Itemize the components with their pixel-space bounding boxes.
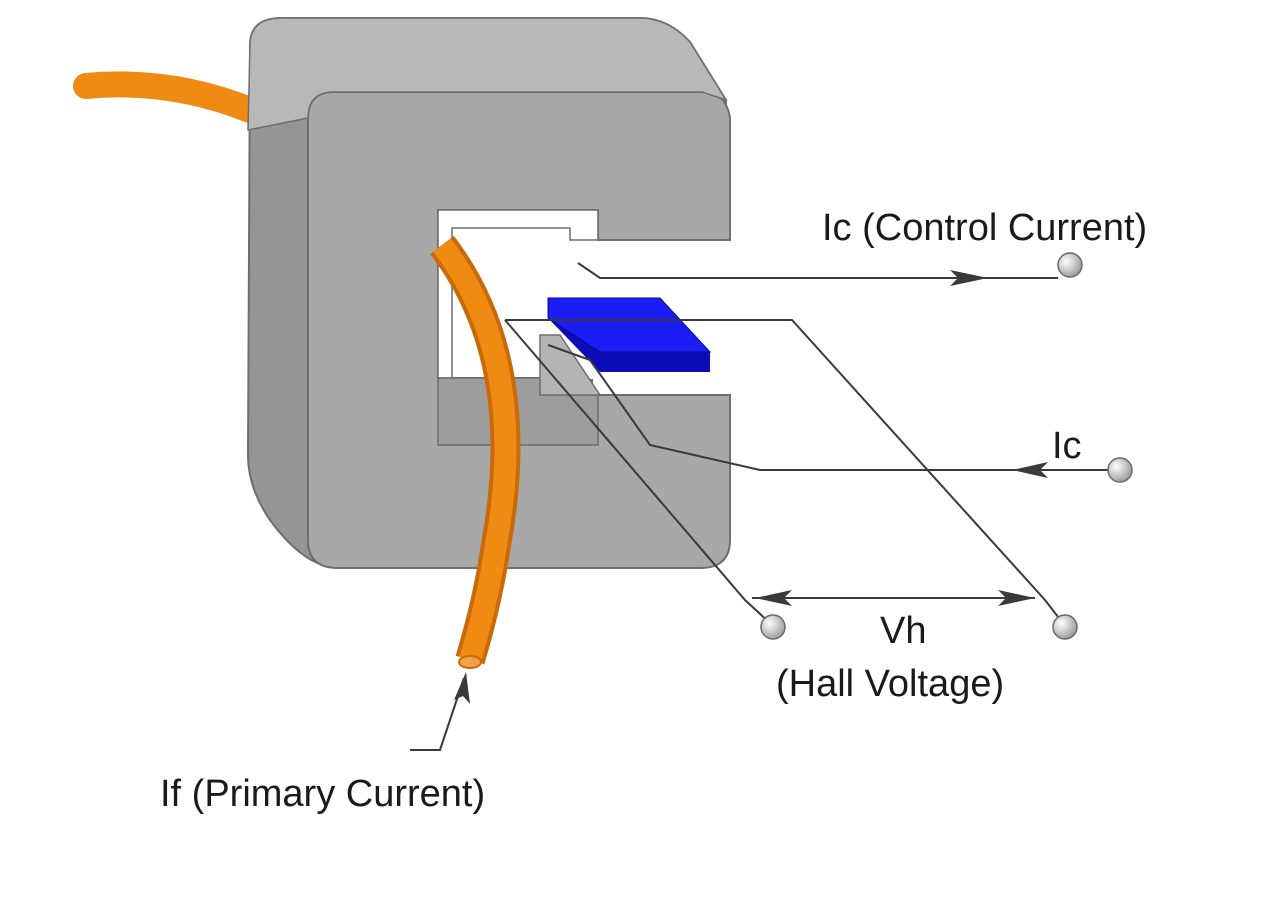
wire-control-current bbox=[577, 262, 1058, 279]
label-primary-current: If (Primary Current) bbox=[160, 773, 485, 815]
wire-hall-left bbox=[504, 319, 773, 626]
terminal-icon bbox=[1052, 614, 1078, 640]
arrowhead-icon bbox=[998, 590, 1035, 606]
conductor-end bbox=[458, 655, 482, 669]
arrowhead-icon bbox=[950, 270, 988, 286]
wires bbox=[410, 262, 1108, 751]
label-hall-voltage-symbol: Vh bbox=[880, 610, 926, 652]
arrowhead-icon bbox=[755, 590, 792, 606]
lower-pole-step bbox=[539, 334, 602, 396]
terminal-icon bbox=[1107, 457, 1133, 483]
label-hall-voltage-name: (Hall Voltage) bbox=[776, 663, 1004, 705]
primary-conductor-upper bbox=[73, 71, 263, 123]
terminal-icon bbox=[1057, 252, 1083, 278]
primary-conductor-highlight bbox=[433, 238, 517, 664]
label-ic-return: Ic bbox=[1052, 425, 1082, 467]
arrowhead-icon bbox=[454, 672, 470, 704]
wire-hall-right bbox=[505, 319, 1063, 623]
label-control-current: Ic (Control Current) bbox=[822, 207, 1147, 249]
terminal-icon bbox=[760, 614, 786, 640]
arrowhead-icon bbox=[1012, 462, 1048, 478]
hall-element bbox=[547, 297, 712, 353]
core-top-edge bbox=[247, 17, 728, 131]
wire-ic-return bbox=[547, 344, 1108, 471]
primary-current-leader bbox=[410, 677, 465, 751]
